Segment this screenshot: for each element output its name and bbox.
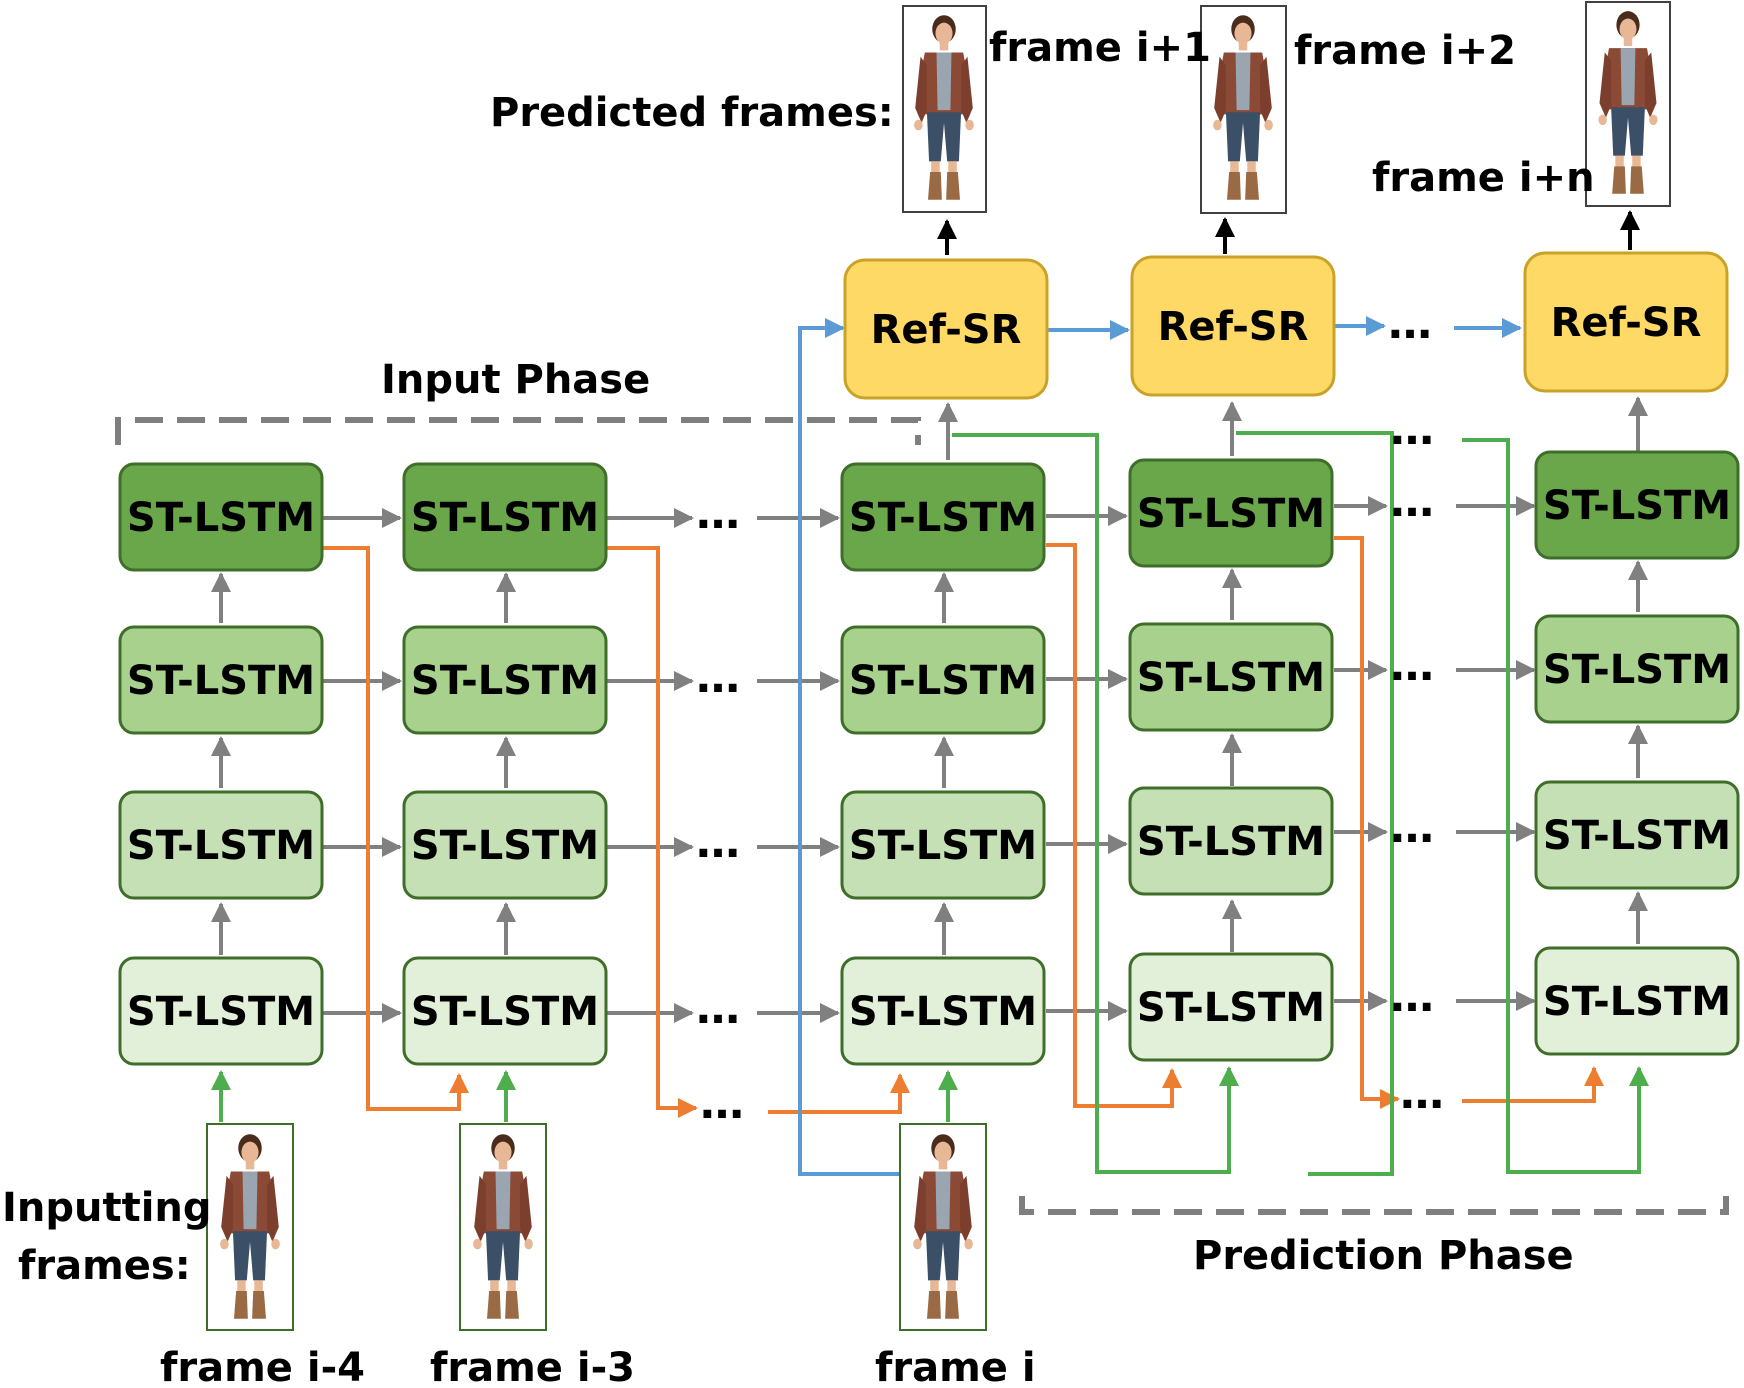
output-arrows (937, 210, 1640, 255)
st-lstm-label: ST-LSTM (1137, 819, 1325, 865)
st-lstm-cell: ST-LSTM (118, 462, 324, 572)
st-lstm-label: ST-LSTM (127, 989, 315, 1035)
st-lstm-label: ST-LSTM (1543, 483, 1731, 529)
st-lstm-cell: ST-LSTM (402, 462, 608, 572)
input-phase-bracket (115, 417, 921, 445)
st-lstm-label: ST-LSTM (1137, 491, 1325, 537)
ellipsis-refsr: … (1388, 298, 1432, 349)
output-frame-n (1585, 1, 1671, 207)
ellipsis-row3-col4: … (1390, 640, 1434, 691)
ellipsis-row4-col2: … (696, 488, 740, 539)
st-lstm-cell: ST-LSTM (1534, 780, 1740, 890)
ellipsis-row3-col2: … (696, 652, 740, 703)
st-lstm-grid: ST-LSTM ST-LSTM ST-LSTM ST-LSTM ST-LSTM ST-LS… (118, 450, 1740, 1066)
inputting-frames-label-line1: Inputting (2, 1185, 212, 1231)
st-lstm-label: ST-LSTM (849, 495, 1037, 541)
st-lstm-cell: ST-LSTM (1128, 786, 1334, 896)
input-frame-i-3 (459, 1123, 547, 1331)
spatiotemporal-memory-arrows (322, 536, 1604, 1118)
prediction-phase-bracket (1019, 1196, 1729, 1215)
st-lstm-label: ST-LSTM (849, 658, 1037, 704)
st-lstm-cell: ST-LSTM (118, 956, 324, 1066)
input-frame-i-4-label: frame i-4 (160, 1345, 365, 1388)
st-lstm-label: ST-LSTM (127, 823, 315, 869)
ellipsis-row1-col2: … (696, 983, 740, 1034)
st-lstm-cell: ST-LSTM (1128, 458, 1334, 568)
input-frame-i-3-label: frame i-3 (430, 1345, 635, 1388)
st-lstm-cell: ST-LSTM (1534, 614, 1740, 724)
output-frame-2-label: frame i+2 (1294, 28, 1516, 74)
input-arrows (211, 431, 1649, 1176)
ref-sr-cell: Ref-SR (843, 258, 1049, 400)
st-lstm-cell: ST-LSTM (1128, 952, 1334, 1062)
ref-sr-cell: Ref-SR (1523, 251, 1729, 393)
st-lstm-label: ST-LSTM (1543, 813, 1731, 859)
input-frame-i-label: frame i (875, 1345, 1036, 1388)
st-lstm-cell: ST-LSTM (118, 625, 324, 735)
st-lstm-cell: ST-LSTM (118, 790, 324, 900)
ellipsis-memory-col2: … (700, 1078, 744, 1129)
input-phase-label: Input Phase (381, 357, 650, 403)
ellipsis-row2-col4: … (1390, 802, 1434, 853)
prediction-phase-label: Prediction Phase (1193, 1233, 1574, 1279)
input-frame-i (899, 1123, 987, 1331)
ellipsis-green-top: … (1390, 404, 1434, 455)
st-lstm-cell: ST-LSTM (402, 790, 608, 900)
st-lstm-cell: ST-LSTM (840, 625, 1046, 735)
st-lstm-cell: ST-LSTM (840, 956, 1046, 1066)
predicted-frames-label: Predicted frames: (490, 90, 894, 136)
output-frame-2 (1200, 5, 1287, 214)
reference-arrows (798, 316, 1522, 1176)
vertical-layer-arrows (211, 396, 1648, 955)
ellipsis-row2-col2: … (696, 817, 740, 868)
st-lstm-label: ST-LSTM (849, 823, 1037, 869)
horizontal-recurrence-arrows (322, 496, 1536, 1023)
inputting-frames-label-line2: frames: (18, 1243, 191, 1289)
st-lstm-label: ST-LSTM (411, 495, 599, 541)
st-lstm-label: ST-LSTM (127, 495, 315, 541)
ref-sr-cell: Ref-SR (1130, 255, 1336, 397)
st-lstm-label: ST-LSTM (1543, 979, 1731, 1025)
st-lstm-cell: ST-LSTM (1534, 450, 1740, 560)
st-lstm-cell: ST-LSTM (1128, 622, 1334, 732)
st-lstm-cell: ST-LSTM (402, 956, 608, 1066)
ref-sr-row: Ref-SR Ref-SR Ref-SR (843, 251, 1729, 400)
st-lstm-label: ST-LSTM (1137, 655, 1325, 701)
ref-sr-label: Ref-SR (871, 307, 1022, 353)
st-lstm-label: ST-LSTM (411, 989, 599, 1035)
output-frame-n-label: frame i+n (1372, 155, 1595, 201)
output-frame-1-label: frame i+1 (989, 25, 1211, 71)
ref-sr-label: Ref-SR (1551, 300, 1702, 346)
ref-sr-label: Ref-SR (1158, 304, 1309, 350)
st-lstm-cell: ST-LSTM (402, 625, 608, 735)
st-lstm-cell: ST-LSTM (1534, 946, 1740, 1056)
st-lstm-label: ST-LSTM (1543, 647, 1731, 693)
predicted-frame-thumbnails (902, 1, 1671, 214)
ellipsis-memory-col4: … (1400, 1068, 1444, 1119)
ellipsis-row1-col4: … (1390, 971, 1434, 1022)
st-lstm-label: ST-LSTM (127, 658, 315, 704)
st-lstm-cell: ST-LSTM (840, 790, 1046, 900)
st-lstm-cell: ST-LSTM (840, 462, 1046, 572)
st-lstm-label: ST-LSTM (1137, 985, 1325, 1031)
input-frame-i-4 (206, 1123, 294, 1331)
st-lstm-label: ST-LSTM (411, 658, 599, 704)
st-lstm-label: ST-LSTM (849, 989, 1037, 1035)
ellipsis-markers: … … … … … … … … … … … … (696, 298, 1444, 1129)
input-frame-thumbnails (206, 1123, 987, 1331)
st-lstm-label: ST-LSTM (411, 823, 599, 869)
ellipsis-row4-col4: … (1390, 476, 1434, 527)
output-frame-1 (902, 5, 987, 213)
